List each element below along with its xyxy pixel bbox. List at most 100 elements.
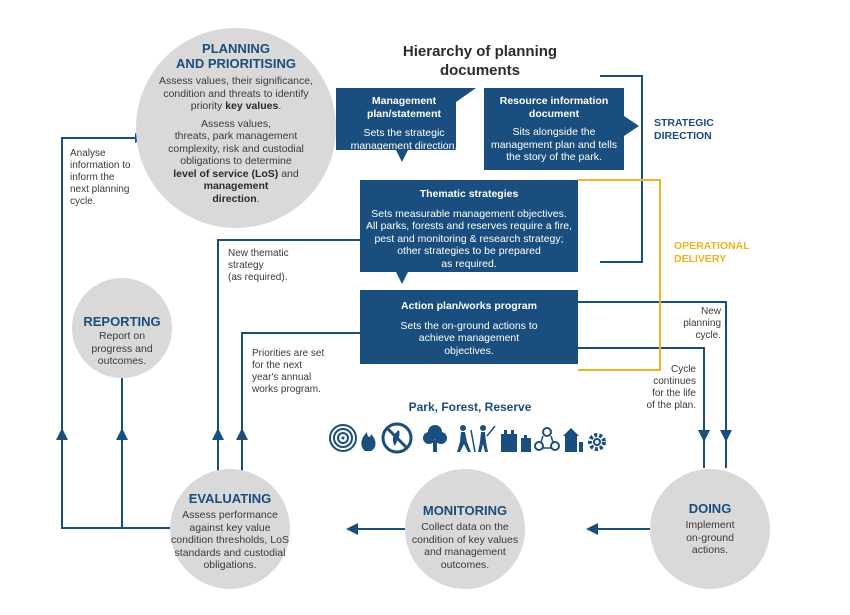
park-forest-reserve-label: Park, Forest, Reserve (408, 400, 532, 414)
arrow-up-reporting (116, 428, 128, 440)
evaluating-line-5: obligations. (203, 559, 257, 571)
evaluating-line-2: against key value (189, 521, 271, 534)
monitoring-title: MONITORING (422, 503, 508, 518)
reporting-circle: REPORTING Report on progress and outcome… (72, 278, 172, 378)
arrow-down-cycle-continues (698, 430, 710, 442)
new-thematic-note: New thematic strategy (as required). (228, 248, 289, 284)
tree-icon (423, 425, 447, 452)
monitoring-line-1: Collect data on the (421, 521, 509, 533)
doing-text: Implement on-ground actions. (650, 519, 770, 557)
doing-title: DOING (688, 501, 732, 516)
monitoring-circle: MONITORING Collect data on the condition… (405, 469, 525, 589)
planning-p2-line-2: threats, park management (174, 130, 298, 142)
resource-doc-box: Resource information document Sits along… (484, 88, 639, 170)
action-plan-text-3: objectives. (444, 344, 494, 357)
monitoring-text: Collect data on the condition of key val… (405, 521, 525, 571)
fire-icon (361, 432, 376, 451)
monitoring-line-2: condition of key values (411, 533, 519, 546)
cycle-line-1: Cycle (670, 364, 696, 375)
planning-p2-line-3: complexity, risk and custodial (168, 142, 304, 155)
thematic-text-1: Sets measurable management objectives. (371, 207, 567, 220)
action-plan-title: Action plan/works program (401, 300, 537, 312)
thematic-box: Thematic strategies Sets measurable mana… (360, 180, 578, 284)
monitoring-line-4: outcomes. (440, 558, 490, 571)
planning-title-line-1: PLANNING (202, 41, 270, 56)
reporting-line-2: progress and (91, 342, 153, 355)
monitoring-line-3: and management (424, 546, 506, 558)
community-icon (534, 427, 560, 451)
planning-circle: PLANNING AND PRIORITISING Assess values,… (136, 28, 336, 228)
analyse-line-3: inform the (70, 172, 115, 183)
cycle-line-3: for the life (652, 388, 696, 399)
analyse-loop-line (61, 133, 170, 529)
planning-p1-priority: priority (190, 100, 226, 112)
planning-p2-line-1: Assess values, (200, 117, 272, 130)
planning-p2-line-7: direction. (136, 193, 336, 206)
arrow-left-to-monitoring (586, 523, 598, 535)
evaluating-line-4: standards and custodial (174, 546, 286, 559)
analyse-line-2: information to (70, 160, 131, 171)
new-thematic-line (217, 239, 360, 488)
new-cycle-line-1: New (700, 306, 721, 317)
cycle-line-4: of the plan. (646, 400, 696, 411)
management-plan-shape (336, 88, 476, 162)
priorities-line-3: year's annual (252, 372, 312, 383)
action-plan-text-2: achieve management (418, 332, 520, 344)
new-planning-cycle-line (578, 301, 727, 468)
operational-line-1: OPERATIONAL (674, 240, 750, 252)
resource-doc-text-3: the story of the park. (506, 151, 602, 163)
hiker-icon (457, 425, 476, 453)
arrow-down-new-cycle (720, 430, 732, 442)
strategic-line-2: DIRECTION (654, 130, 712, 142)
title-line-2: documents (439, 62, 520, 79)
resource-doc-title-1: Resource information (499, 95, 609, 107)
resource-doc-title-2: document (528, 107, 580, 120)
title-line-1: Hierarchy of planning (402, 43, 558, 60)
operational-line-2: DELIVERY (674, 253, 727, 265)
action-plan-text-1: Sets the on-ground actions to (400, 319, 538, 332)
heritage-figure-icon (478, 425, 496, 452)
planning-p2-line-5: level of service (LoS) and (136, 168, 336, 181)
thematic-text-4: other strategies to be prepared (397, 245, 541, 257)
planning-p1-line-2: condition and threats to identify (163, 87, 309, 100)
management-plan-box: Management plan/statement Sets the strat… (336, 88, 476, 162)
arrow-left-to-evaluating (346, 523, 358, 535)
reporting-line-3: outcomes. (97, 355, 147, 367)
thematic-text-5: as required. (441, 257, 497, 270)
resource-doc-text-1: Sits alongside the (512, 126, 596, 138)
cycle-line-2: continues (653, 376, 696, 387)
reporting-title: REPORTING (83, 314, 161, 329)
target-icon (329, 424, 357, 452)
operational-delivery-label: OPERATIONAL DELIVERY (674, 240, 750, 266)
planning-title: PLANNING AND PRIORITISING (136, 41, 336, 71)
icons-row (329, 422, 606, 454)
planning-los: level of service (LoS) (173, 167, 279, 180)
planning-text-1: Assess values, their significance, condi… (136, 75, 336, 113)
management-plan-content: Management plan/statement Sets the strat… (336, 95, 472, 152)
planning-direction: direction (212, 192, 257, 205)
new-thematic-line-1: New thematic (228, 248, 289, 259)
page-title: Hierarchy of planning documents (375, 42, 585, 80)
management-plan-title-1: Management (371, 95, 437, 107)
management-plan-text-2: management direction. (350, 139, 458, 152)
planning-text-2: Assess values, threats, park management … (136, 118, 336, 206)
reporting-line-1: Report on (98, 330, 146, 342)
evaluating-line-1: Assess performance (182, 509, 278, 521)
arrow-up-new-thematic (212, 428, 224, 440)
new-cycle-line-2: planning (683, 318, 721, 329)
building-icon (563, 428, 583, 452)
arrow-up-priorities (236, 428, 248, 440)
strategic-line-1: STRATEGIC (654, 117, 714, 129)
doing-line-3: actions. (691, 544, 729, 556)
management-plan-text-1: Sets the strategic (363, 127, 445, 139)
thematic-shape (360, 180, 578, 284)
gear-settings-icon (588, 433, 606, 451)
cycle-continues-line (578, 347, 705, 468)
strategic-direction-label: STRATEGIC DIRECTION (654, 117, 714, 143)
analyse-line-5: cycle. (70, 196, 96, 207)
analyse-line-4: next planning (70, 184, 130, 195)
reporting-text: Report on progress and outcomes. (72, 330, 172, 368)
evaluating-circle: EVALUATING Assess performance against ke… (170, 469, 290, 589)
evaluating-line-3: condition thresholds, LoS (171, 534, 289, 546)
planning-management: management (203, 180, 269, 192)
